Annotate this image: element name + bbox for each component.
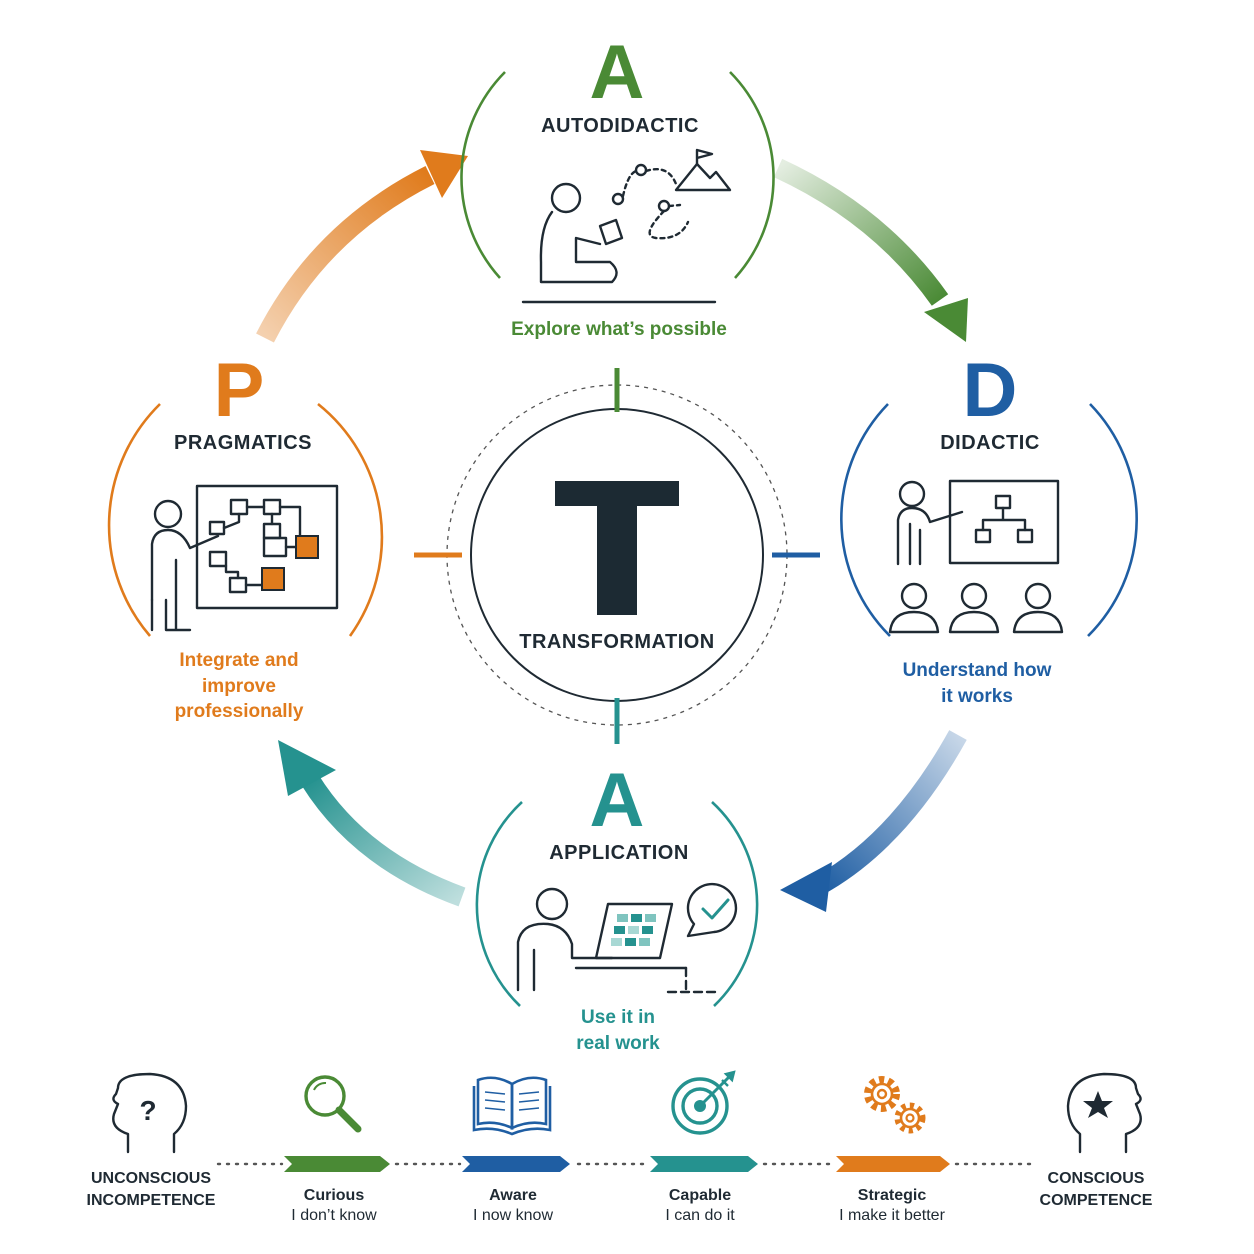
phase-tagline-line-1: Understand how [903, 660, 1052, 681]
phase-letter: D [963, 348, 1018, 433]
phase-name: PRAGMATICS [174, 432, 312, 454]
stage-subtitle-strategic: I make it better [839, 1207, 945, 1224]
cycle-arrow-autodidactic-to-didactic [773, 158, 968, 342]
stage-arrow-capable [650, 1156, 758, 1172]
presenter-flowchart-icon [150, 484, 339, 632]
cycle-arrow-application-to-pragmatics [278, 740, 466, 907]
phase-tagline-line-1: Use it in [581, 1007, 655, 1028]
phase-tagline-line-1: Explore what’s possible [511, 319, 727, 340]
gears-icon [864, 1076, 926, 1134]
center-label: TRANSFORMATION [519, 631, 715, 653]
phase-arc-left [475, 801, 523, 1007]
target-icon [671, 1070, 736, 1135]
phase-autodidactic: A AUTODIDACTIC Explore what’s possible [460, 30, 775, 340]
phase-tagline-line-2: real work [576, 1033, 660, 1054]
phase-tagline-line-2: it works [941, 686, 1013, 707]
stage-subtitle-capable: I can do it [665, 1207, 735, 1224]
phase-arc-right [1087, 403, 1138, 637]
competence-progression: ? UNCONSCIOUS INCOMPETENCE Curious I don… [87, 1070, 1153, 1224]
open-book-icon [472, 1076, 552, 1136]
end-label-line-1: CONSCIOUS [1048, 1170, 1145, 1187]
phase-letter: P [214, 348, 265, 433]
center-letter-t-stem [597, 481, 637, 615]
phase-arc-right [729, 71, 775, 279]
phase-name: AUTODIDACTIC [541, 115, 699, 137]
cycle-arrow-didactic-to-application [780, 730, 967, 912]
head-question-icon: ? [112, 1072, 188, 1154]
svg-text:?: ? [139, 1095, 156, 1126]
phase-arc-left [840, 403, 891, 637]
phase-pragmatics: P PRAGMATICS Integrate and improve profe… [107, 348, 384, 722]
phase-tagline-line-3: professionally [175, 701, 304, 722]
person-laptop-check-icon [516, 882, 738, 994]
stage-title-capable: Capable [669, 1187, 731, 1204]
person-reading-tablet-mountain-icon [521, 148, 732, 304]
phase-name: APPLICATION [549, 842, 689, 864]
phase-arc-right [711, 801, 759, 1007]
stage-subtitle-aware: I now know [473, 1207, 553, 1224]
phase-letter: A [590, 30, 645, 115]
phase-arc-left [107, 403, 161, 637]
stage-title-curious: Curious [304, 1187, 365, 1204]
phase-name: DIDACTIC [940, 432, 1040, 454]
phase-tagline-line-1: Integrate and [179, 650, 298, 671]
stage-arrow-strategic [836, 1156, 950, 1172]
center-hub: TRANSFORMATION [414, 368, 820, 744]
phase-application: A APPLICATION Use it in real work [475, 758, 759, 1054]
stage-title-strategic: Strategic [858, 1187, 927, 1204]
head-star-icon [1066, 1072, 1142, 1154]
phase-arc-left [460, 71, 506, 279]
phase-tagline-line-2: improve [202, 676, 276, 697]
cycle-arrow-pragmatics-to-autodidactic [256, 150, 468, 343]
phase-didactic: D DIDACTIC Understand how it works [840, 348, 1138, 707]
stage-arrow-curious [284, 1156, 390, 1172]
phase-letter: A [590, 758, 645, 843]
start-label-line-2: INCOMPETENCE [87, 1192, 216, 1209]
start-label-line-1: UNCONSCIOUS [91, 1170, 211, 1187]
stage-arrow-aware [462, 1156, 570, 1172]
teacher-audience-icon [888, 479, 1064, 634]
stage-title-aware: Aware [489, 1187, 537, 1204]
end-label-line-2: COMPETENCE [1040, 1192, 1153, 1209]
phase-arc-right [317, 402, 384, 637]
magnifier-icon [304, 1075, 362, 1133]
stage-subtitle-curious: I don’t know [291, 1207, 377, 1224]
